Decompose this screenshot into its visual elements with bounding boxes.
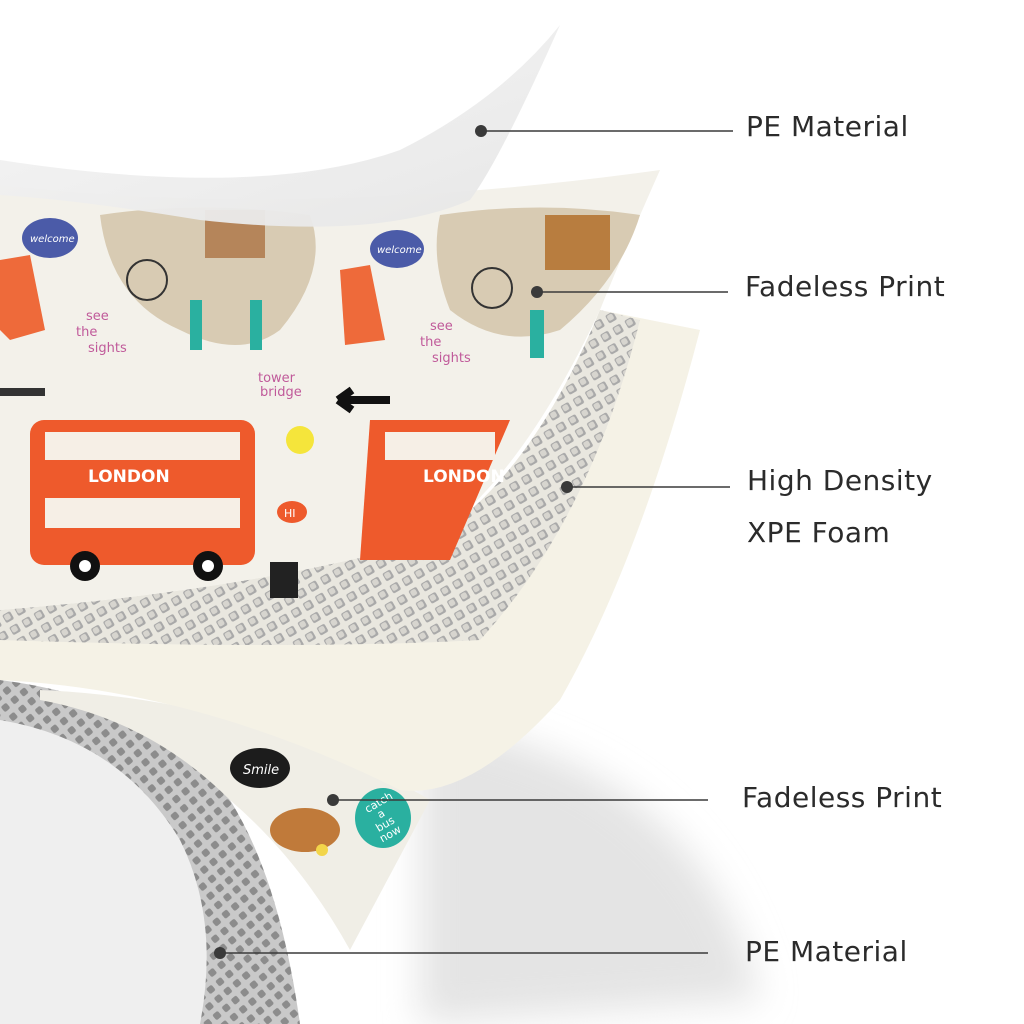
svg-text:welcome: welcome xyxy=(30,234,75,245)
svg-text:Smile: Smile xyxy=(243,763,279,778)
top-print-art: welcome welcome see the sights see the s… xyxy=(0,207,640,598)
svg-text:HI: HI xyxy=(284,507,296,520)
svg-text:LONDON: LONDON xyxy=(88,467,170,487)
svg-text:see the sights: see the sights xyxy=(420,319,471,366)
shadow xyxy=(420,720,760,1024)
label-bottom-fadeless-print: Fadeless Print xyxy=(742,781,943,814)
leader-lines xyxy=(214,125,733,959)
label-foam-line2: XPE Foam xyxy=(747,516,891,549)
svg-text:welcome: welcome xyxy=(377,245,422,256)
label-top-pe-material: PE Material xyxy=(746,110,909,143)
label-top-fadeless-print: Fadeless Print xyxy=(745,270,946,303)
london-bus: LONDON xyxy=(30,420,255,581)
label-bottom-pe-material: PE Material xyxy=(745,935,908,968)
bottom-print-art: Smile catch a bus now xyxy=(230,748,411,856)
xpe-foam-layer xyxy=(0,310,700,791)
svg-text:LONDON: LONDON xyxy=(423,467,505,487)
london-bus: LONDON xyxy=(360,420,510,560)
top-pe-layer xyxy=(0,25,560,227)
svg-text:tower bridge: tower bridge xyxy=(258,371,302,400)
svg-text:see the sights: see the sights xyxy=(76,309,127,356)
label-foam-line1: High Density xyxy=(747,464,933,497)
